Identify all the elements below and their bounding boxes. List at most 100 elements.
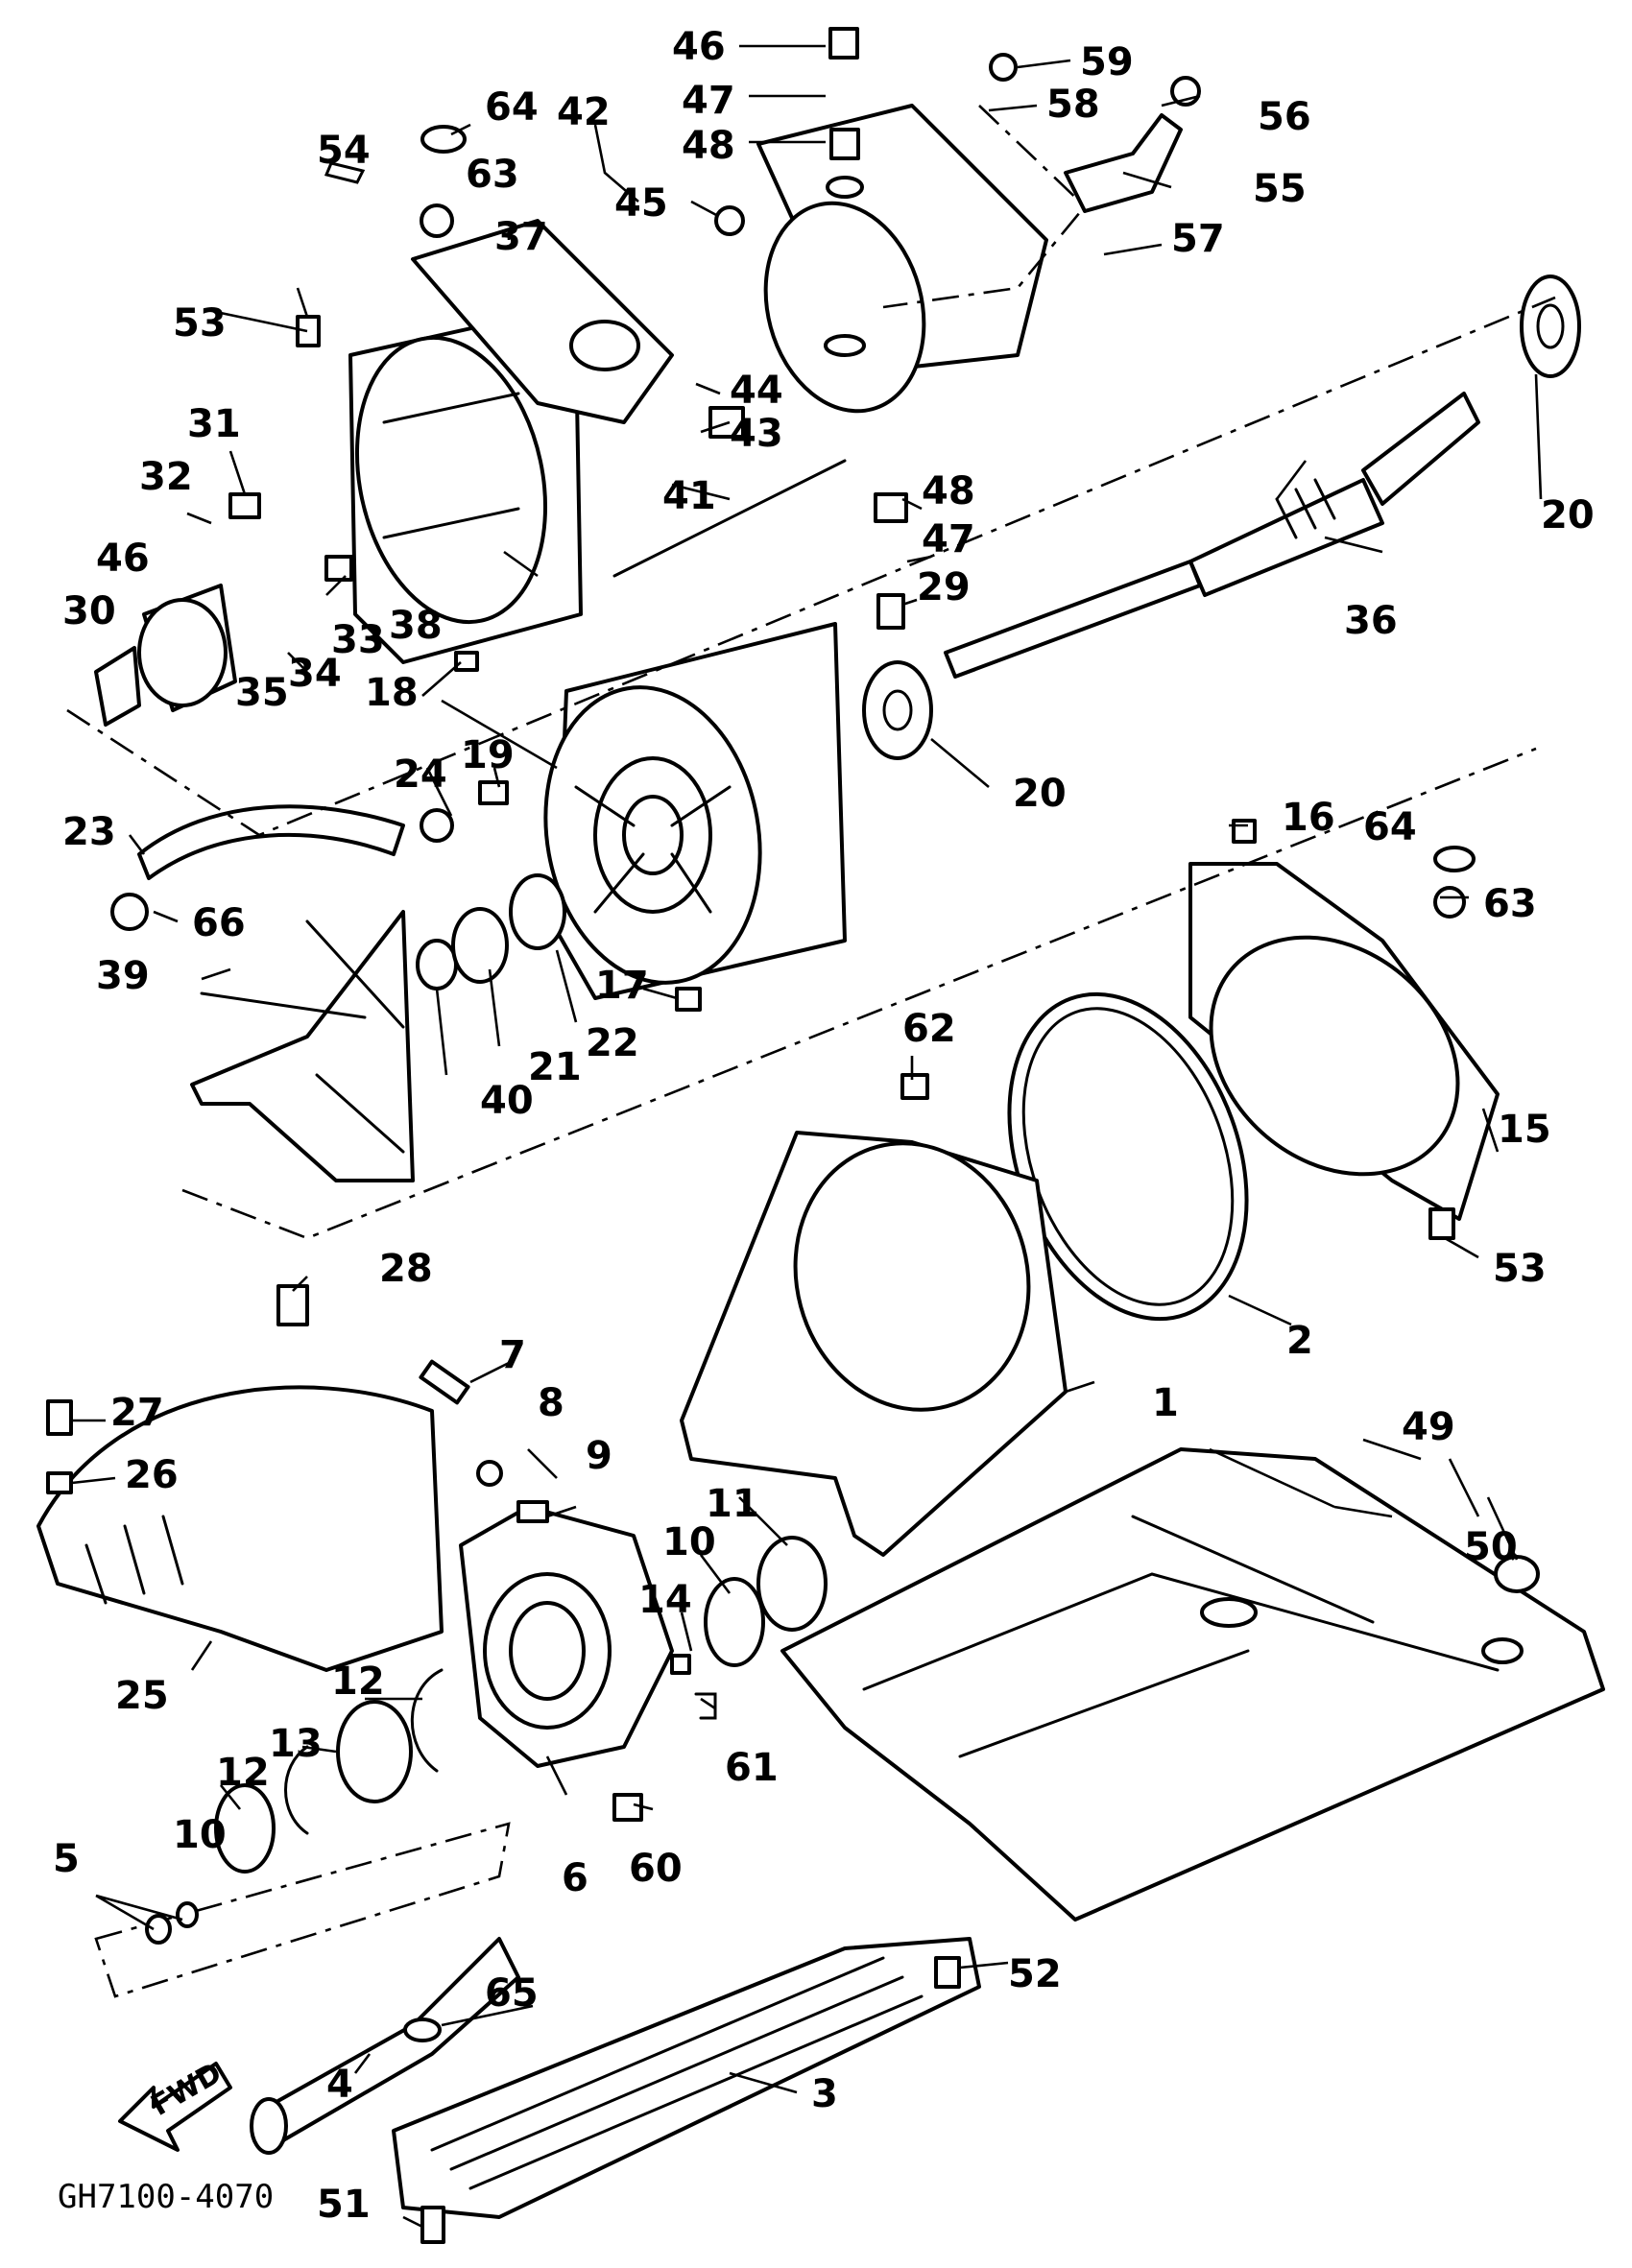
callout-61: 61 (725, 1746, 779, 1790)
callout-49: 49 (1402, 1405, 1455, 1449)
fitting-part-28 (276, 1284, 309, 1326)
callout-45: 45 (614, 181, 668, 226)
callout-10-upper: 10 (662, 1520, 716, 1564)
callout-63-top: 63 (466, 153, 519, 197)
bolt-part-27 (46, 1399, 73, 1436)
callout-7: 7 (499, 1333, 526, 1377)
callout-34: 34 (288, 652, 342, 696)
washer-part-26 (46, 1471, 73, 1494)
callout-20-lower: 20 (1013, 772, 1067, 816)
assembly-line-a (66, 296, 1556, 837)
leader-lines (71, 44, 1543, 2229)
callout-51: 51 (317, 2183, 371, 2227)
bolt-part-19 (478, 780, 509, 805)
bolt-part-62 (900, 1073, 929, 1100)
callout-44: 44 (730, 369, 783, 413)
callout-27: 27 (110, 1391, 164, 1435)
callout-14: 14 (638, 1578, 692, 1622)
bearing-part-20-upper (1520, 275, 1581, 378)
callout-24: 24 (394, 752, 447, 797)
bearing-part-20-lower (862, 660, 933, 760)
callout-53-right: 53 (1493, 1247, 1547, 1291)
impeller-housing-part-18 (543, 622, 847, 1000)
pin-part-14 (670, 1654, 691, 1675)
callout-28: 28 (379, 1247, 433, 1291)
clamp-part-24 (420, 808, 454, 843)
callout-13: 13 (269, 1722, 323, 1766)
intake-duct-part-15 (1188, 862, 1500, 1221)
circlip-part-12-lower (284, 1745, 309, 1835)
callout-54: 54 (317, 129, 371, 173)
callout-32: 32 (139, 455, 193, 499)
callout-10-lower: 10 (173, 1813, 227, 1857)
bolt-part-52 (934, 1956, 961, 1989)
callout-22: 22 (586, 1021, 639, 1065)
callout-12-upper: 12 (331, 1659, 385, 1704)
nut-part-66 (110, 893, 149, 931)
callout-17: 17 (595, 964, 649, 1008)
callout-64-right: 64 (1363, 805, 1417, 849)
callout-33: 33 (331, 618, 385, 662)
callout-50: 50 (1464, 1525, 1518, 1569)
grease-nipple-part-45 (714, 205, 745, 236)
bolt-part-53-top (296, 315, 321, 347)
callout-55: 55 (1253, 167, 1307, 211)
callout-53-top: 53 (173, 301, 227, 346)
callout-11: 11 (706, 1482, 759, 1526)
bolt-part-60 (612, 1793, 643, 1822)
callout-18: 18 (365, 671, 419, 715)
seal-plate-part-30 (94, 646, 141, 727)
hose-part-23 (137, 804, 405, 880)
callout-62: 62 (902, 1007, 956, 1051)
fitting-part-9 (516, 1500, 549, 1523)
pipe-part-7 (419, 1359, 470, 1405)
seal-part-22 (509, 873, 566, 950)
figure-code: GH7100-4070 (58, 2178, 274, 2216)
callout-37: 37 (494, 215, 548, 259)
callout-59: 59 (1080, 40, 1134, 84)
callout-26: 26 (125, 1453, 179, 1497)
callout-47-lower: 47 (922, 517, 975, 561)
callout-30: 30 (62, 589, 116, 633)
steering-nozzle-part-42 (756, 104, 1087, 414)
hull-plate-part-49 (780, 1447, 1605, 1922)
callout-29: 46 (96, 537, 150, 581)
callout-4: 4 (326, 2063, 353, 2107)
callout-1: 1 (1152, 1381, 1179, 1425)
bearing-part-20-upper-inner (1536, 303, 1565, 349)
callout-38: 38 (389, 604, 443, 648)
impeller-part-39 (190, 910, 415, 1182)
callout-58: 58 (1046, 83, 1100, 127)
pin-part-38 (454, 651, 479, 672)
bolt-part-31 (228, 492, 261, 519)
bracket-part-55 (1064, 113, 1183, 213)
callout-39: 39 (96, 954, 150, 998)
bearing-part-21 (451, 907, 509, 984)
callout-47-top: 47 (682, 79, 735, 123)
clip-part-61 (694, 1692, 717, 1720)
bolt-part-33 (324, 555, 353, 582)
bearing-housing-part-6 (459, 1505, 674, 1768)
skid-plate-part-3 (392, 1937, 981, 2219)
nut-part-63 (420, 203, 454, 238)
callout-48-top: 48 (682, 124, 735, 168)
callout-40: 40 (480, 1079, 534, 1123)
callout-2: 2 (1286, 1319, 1313, 1363)
callout-35: 35 (235, 671, 289, 715)
callout-56: 56 (1258, 95, 1311, 139)
duct-body-part-1 (680, 1131, 1068, 1557)
o-ring-part-5-a (145, 1914, 172, 1945)
callout-8: 8 (538, 1381, 564, 1425)
callout-43: 43 (730, 412, 783, 456)
cover-part-29 (137, 584, 237, 712)
callout-9: 9 (586, 1434, 612, 1478)
bearing-part-20-lower-inner (882, 689, 913, 731)
callout-64-top: 64 (485, 85, 539, 130)
callout-41: 41 (662, 474, 716, 518)
callout-3: 3 (811, 2072, 838, 2116)
clip-part-54 (324, 161, 366, 184)
circlip-part-12-upper (410, 1668, 444, 1773)
clip-part-8 (476, 1460, 503, 1487)
callout-12-lower: 12 (216, 1751, 270, 1795)
